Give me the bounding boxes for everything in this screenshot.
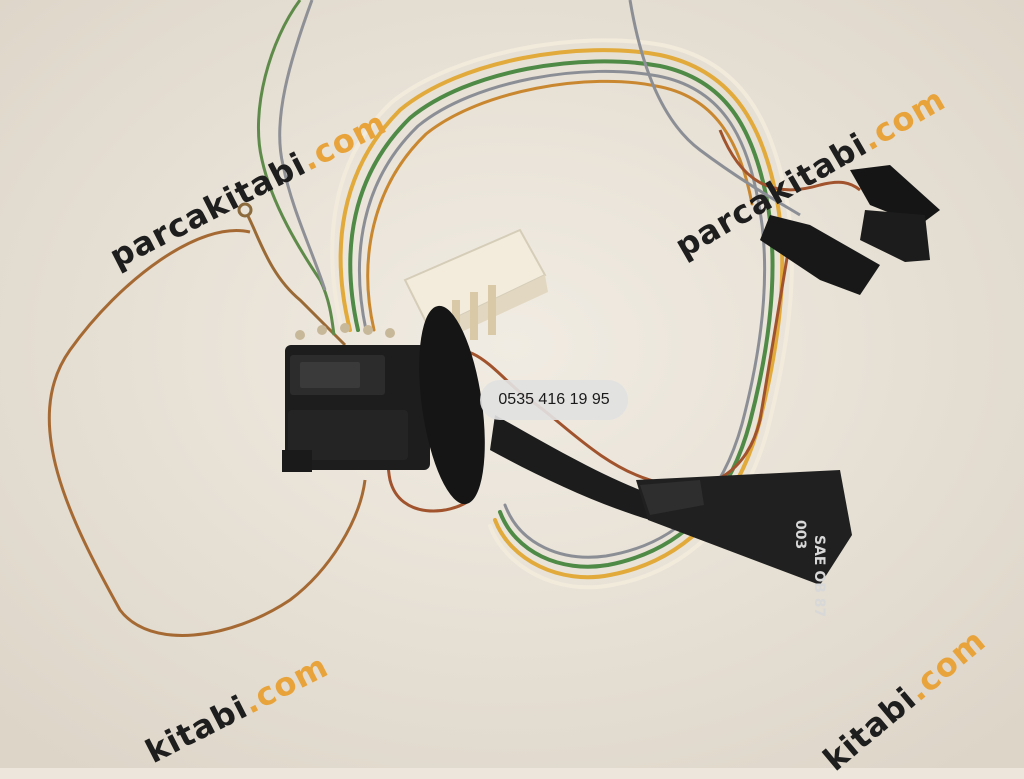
ring-terminal xyxy=(237,202,253,218)
gray-wire-top xyxy=(278,0,327,291)
brown-wire-right xyxy=(718,129,861,192)
switch-body xyxy=(282,345,430,472)
green-wire-top xyxy=(256,0,336,336)
stalk-arm xyxy=(490,415,650,520)
rubber-boot xyxy=(419,305,485,505)
gray-wire-right xyxy=(628,0,801,217)
stalk-code-text: SAE OB 87 xyxy=(811,535,827,617)
switch-terminals xyxy=(295,323,395,340)
stalk-knob xyxy=(636,470,852,585)
phone-number-label: 0535 416 19 95 xyxy=(480,380,628,420)
brown-wire-loop xyxy=(47,229,367,637)
stalk-code-text-2: 003 xyxy=(792,520,808,549)
black-plug-connectors xyxy=(760,165,940,295)
